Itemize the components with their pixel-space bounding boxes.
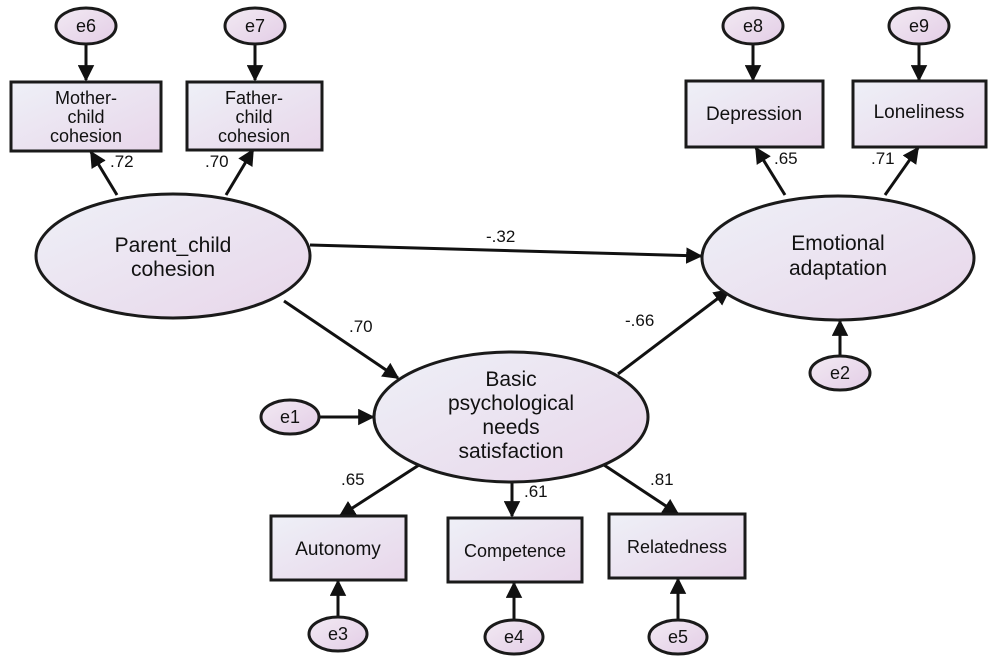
svg-text:e5: e5 — [668, 627, 688, 647]
svg-text:Autonomy: Autonomy — [295, 539, 381, 560]
coef-depression-loading: .65 — [774, 149, 798, 168]
svg-text:Father-: Father- — [225, 88, 283, 108]
relatedness-box: Relatedness — [607, 512, 747, 580]
svg-text:child: child — [235, 107, 272, 127]
error-e7: e7 — [223, 6, 287, 46]
edge-pc-father — [224, 148, 255, 196]
basic-psychological-needs-latent: Basic psychological needs satisfaction — [372, 350, 650, 484]
parent-child-cohesion-latent: Parent_child cohesion — [34, 192, 312, 320]
svg-text:cohesion: cohesion — [218, 126, 290, 146]
error-e1: e1 — [259, 398, 321, 436]
svg-text:child: child — [67, 107, 104, 127]
svg-text:cohesion: cohesion — [50, 126, 122, 146]
svg-text:Parent_child: Parent_child — [115, 234, 232, 257]
coef-father-loading: .70 — [205, 152, 229, 171]
coef-pc-emotional: -.32 — [486, 227, 515, 246]
svg-text:cohesion: cohesion — [131, 258, 215, 281]
svg-text:Depression: Depression — [706, 104, 802, 125]
edge-pc-emotional — [309, 243, 703, 264]
coef-autonomy-loading: .65 — [341, 470, 365, 489]
edge-pc-mother — [89, 150, 119, 196]
svg-text:satisfaction: satisfaction — [458, 440, 563, 463]
error-e4: e4 — [483, 618, 545, 656]
edge-pc-bpns — [283, 299, 400, 380]
edge-bpns-relatedness — [603, 463, 680, 516]
coef-competence-loading: .61 — [524, 482, 548, 501]
svg-text:Mother-: Mother- — [55, 88, 117, 108]
error-e9: e9 — [887, 6, 951, 46]
svg-text:psychological: psychological — [448, 392, 574, 415]
svg-text:Basic: Basic — [485, 368, 536, 391]
error-e8: e8 — [721, 6, 785, 46]
svg-text:e2: e2 — [830, 363, 850, 383]
svg-text:needs: needs — [482, 416, 539, 439]
edge-emotional-loneliness — [883, 146, 920, 196]
svg-text:Emotional: Emotional — [791, 232, 884, 255]
svg-text:adaptation: adaptation — [789, 257, 887, 280]
svg-text:e4: e4 — [504, 627, 524, 647]
edge-bpns-emotional — [617, 288, 731, 376]
svg-text:e7: e7 — [245, 16, 265, 36]
coef-bpns-emotional: -.66 — [625, 311, 654, 330]
error-e2: e2 — [808, 354, 872, 392]
edge-emotional-depression — [754, 146, 787, 196]
mother-child-cohesion-box: Mother- child cohesion — [9, 80, 163, 153]
edge-bpns-autonomy — [338, 463, 420, 518]
svg-text:e8: e8 — [743, 16, 763, 36]
autonomy-box: Autonomy — [269, 514, 408, 582]
error-e5: e5 — [647, 618, 709, 656]
error-e6: e6 — [54, 6, 118, 46]
svg-text:Relatedness: Relatedness — [627, 537, 727, 557]
coef-pc-bpns: .70 — [349, 317, 373, 336]
error-e3: e3 — [307, 615, 369, 653]
svg-text:Loneliness: Loneliness — [874, 102, 965, 123]
svg-text:Competence: Competence — [464, 541, 566, 561]
competence-box: Competence — [446, 516, 584, 584]
emotional-adaptation-latent: Emotional adaptation — [700, 194, 976, 322]
loneliness-box: Loneliness — [851, 79, 988, 149]
svg-text:e6: e6 — [76, 16, 96, 36]
svg-text:e1: e1 — [280, 407, 300, 427]
depression-box: Depression — [684, 79, 825, 149]
svg-text:e3: e3 — [328, 624, 348, 644]
father-child-cohesion-box: Father- child cohesion — [185, 80, 324, 152]
coef-mother-loading: .72 — [110, 152, 134, 171]
coef-loneliness-loading: .71 — [871, 149, 895, 168]
coef-relatedness-loading: .81 — [650, 470, 674, 489]
svg-text:e9: e9 — [909, 16, 929, 36]
